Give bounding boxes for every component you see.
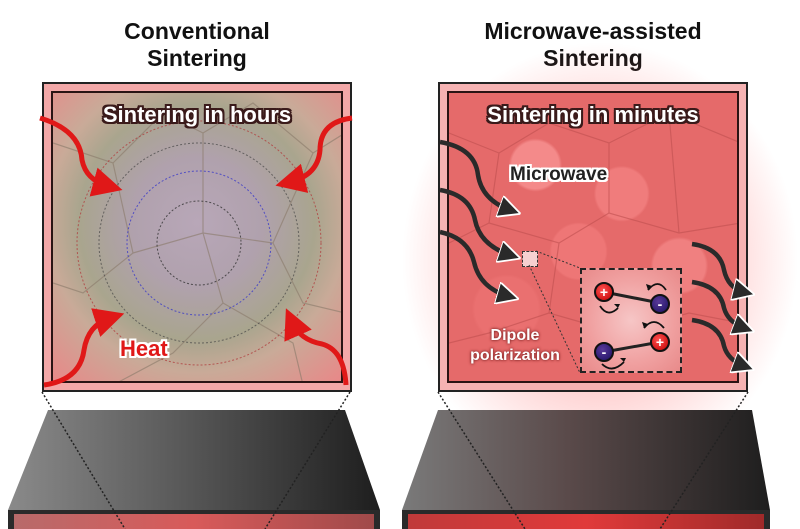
positive-charge-2: + [650, 332, 670, 352]
dipole-inset: + - - + [580, 268, 682, 373]
conventional-grains [51, 91, 343, 383]
conventional-title-line1: Conventional [124, 18, 270, 44]
microwave-furnace [402, 410, 770, 529]
microwave-label: Microwave [510, 164, 608, 185]
conventional-title-line2: Sintering [147, 45, 247, 71]
dipole-polarization-label: Dipole polarization [460, 326, 570, 366]
negative-charge-2: - [594, 342, 614, 362]
negative-charge-1: - [650, 294, 670, 314]
zoom-source-square [522, 251, 538, 267]
conventional-panel: Sintering in hours Heat [42, 82, 352, 392]
heat-label: Heat [120, 336, 168, 361]
grain-structure [53, 102, 341, 381]
sintering-minutes-label: Sintering in minutes [487, 102, 699, 127]
sintering-hours-label: Sintering in hours [102, 102, 292, 127]
positive-charge-1: + [594, 282, 614, 302]
dipole-label-line2: polarization [470, 347, 560, 364]
microwave-title-line1: Microwave-assisted [484, 18, 702, 44]
dipole-label-line1: Dipole [490, 327, 540, 344]
conventional-title: Conventional Sintering [42, 18, 352, 72]
conventional-furnace [8, 410, 380, 529]
